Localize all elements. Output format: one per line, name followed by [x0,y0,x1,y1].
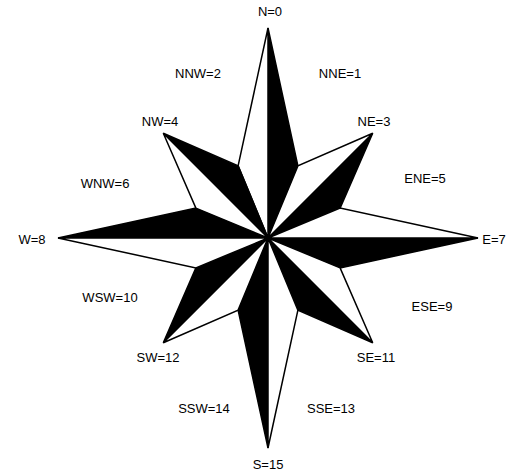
direction-label: WSW=10 [81,290,138,305]
direction-label: E=7 [481,232,507,247]
direction-label: SSW=14 [177,401,231,416]
direction-label: SW=12 [136,350,181,365]
direction-label: SSE=13 [306,401,356,416]
direction-label: S=15 [252,457,285,472]
direction-label: NNE=1 [318,66,362,81]
direction-label: NW=4 [141,114,179,129]
direction-label: WNW=6 [80,176,131,191]
direction-label: SE=11 [356,350,396,365]
direction-label: N=0 [257,4,283,19]
direction-label: ENE=5 [403,171,447,186]
direction-label: ESE=9 [411,299,454,314]
direction-label: NE=3 [357,114,392,129]
direction-label: W=8 [17,232,46,247]
direction-label: NNW=2 [174,66,222,81]
